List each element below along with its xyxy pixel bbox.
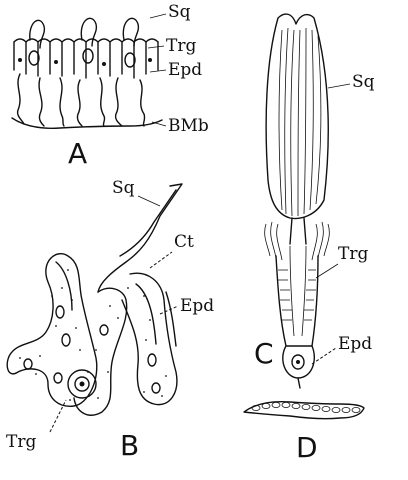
panel-a-nucleolus bbox=[102, 62, 106, 66]
panel-a-label-sq: Sq bbox=[168, 4, 191, 21]
panel-b-cuticle bbox=[166, 292, 176, 346]
panel-a-leader-bmb bbox=[152, 122, 166, 126]
panel-b-leader-trg bbox=[50, 400, 66, 432]
panel-a-process bbox=[116, 78, 122, 126]
panel-c-label-trg: Trg bbox=[338, 246, 368, 263]
panel-a-basement-membrane bbox=[12, 118, 162, 128]
panel-c-striations bbox=[279, 28, 321, 216]
panel-c-column-hatching bbox=[278, 270, 316, 320]
panel-a-nucleolus bbox=[54, 60, 58, 64]
panel-a-hook-2 bbox=[81, 18, 96, 46]
panel-a-process bbox=[60, 78, 64, 126]
panel-a-process bbox=[140, 80, 145, 126]
panel-b-trichogen-nucleolus bbox=[80, 382, 85, 387]
panel-a-label-epd: Epd bbox=[168, 62, 202, 79]
panel-a-process bbox=[100, 78, 105, 126]
panel-a-label-bmb: BMb bbox=[168, 118, 209, 135]
panel-c-drawing bbox=[265, 14, 350, 388]
panel-d-drawing bbox=[244, 402, 364, 419]
panel-a-hook-3 bbox=[123, 18, 138, 46]
panel-a-cell-walls bbox=[14, 42, 158, 78]
panel-b-nucleus bbox=[54, 373, 62, 383]
panel-b-cuticle bbox=[56, 262, 72, 310]
panel-b-nucleus bbox=[56, 306, 64, 318]
panel-b-middle-lobe bbox=[74, 288, 127, 415]
panel-b-leader-sq bbox=[138, 196, 160, 206]
panel-b-leader-epd bbox=[160, 306, 178, 314]
panel-b-right-lobe bbox=[122, 273, 177, 404]
panel-a-nucleolus bbox=[148, 58, 152, 62]
panel-c-letter: C bbox=[254, 340, 274, 368]
panel-b-label-trg: Trg bbox=[6, 434, 36, 451]
panel-c-label-sq: Sq bbox=[352, 74, 375, 91]
panel-a-nucleolus bbox=[18, 58, 22, 62]
panel-c-stalk bbox=[290, 218, 306, 244]
panel-a-nucleus bbox=[83, 49, 93, 63]
panel-b-nucleus bbox=[62, 334, 70, 346]
panel-a-letter: A bbox=[68, 140, 87, 168]
panel-b-nucleus bbox=[152, 383, 160, 393]
panel-c-trichogen-column bbox=[276, 256, 318, 346]
panel-c-leader-epd bbox=[312, 348, 336, 364]
panel-b-cuticle bbox=[136, 284, 156, 344]
panel-b-drawing bbox=[7, 184, 182, 432]
panel-a-drawing bbox=[12, 14, 166, 128]
panel-b-nucleus bbox=[148, 354, 156, 366]
panel-b-leader-ct bbox=[150, 252, 172, 268]
panel-c-socket-hairs bbox=[265, 222, 330, 260]
panel-a-label-trg: Trg bbox=[166, 38, 196, 55]
panel-b-label-epd: Epd bbox=[180, 298, 214, 315]
panel-b-label-sq: Sq bbox=[112, 180, 135, 197]
panel-b-nucleus bbox=[24, 359, 32, 369]
panel-b-nucleus bbox=[100, 325, 108, 335]
panel-a-process bbox=[18, 74, 24, 124]
panel-d-letter: D bbox=[296, 434, 318, 462]
panel-a-process bbox=[77, 80, 82, 126]
panel-a-hook-1 bbox=[30, 20, 45, 48]
panel-c-label-epd: Epd bbox=[338, 336, 372, 353]
panel-b-stipple bbox=[19, 269, 167, 401]
panel-c-leader-trg bbox=[316, 264, 338, 278]
panel-a-leader-sq bbox=[150, 14, 166, 18]
panel-a-leader-trg bbox=[148, 46, 164, 48]
panel-b-spine-inner bbox=[120, 190, 176, 256]
panel-c-leader-sq bbox=[328, 84, 350, 88]
panel-a-process bbox=[39, 78, 44, 126]
panel-c-tail bbox=[298, 378, 300, 388]
panel-b-label-ct: Ct bbox=[174, 234, 194, 251]
panel-b-letter: B bbox=[120, 432, 139, 460]
panel-c-basal-nucleolus bbox=[296, 360, 300, 364]
panel-c-trichogen-core bbox=[290, 246, 306, 336]
